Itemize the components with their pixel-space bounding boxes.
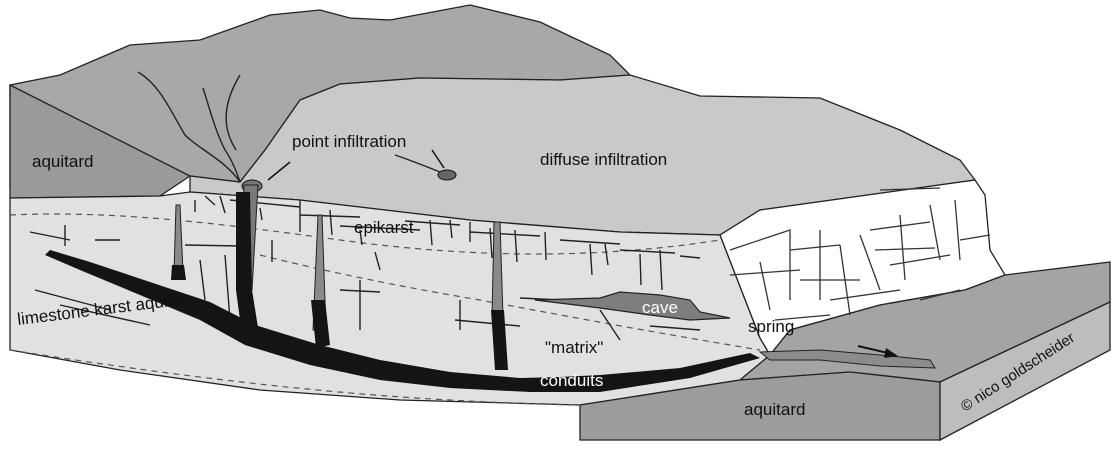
- label-aquitard-bottom: aquitard: [744, 400, 805, 419]
- label-point-infiltration: point infiltration: [292, 132, 406, 151]
- doline-marker: [438, 170, 456, 180]
- label-conduits: conduits: [540, 371, 603, 390]
- label-cave: cave: [642, 298, 678, 317]
- label-spring: spring: [748, 317, 794, 336]
- label-epikarst: epikarst: [354, 218, 414, 237]
- label-diffuse-infiltration: diffuse infiltration: [540, 150, 667, 169]
- label-aquitard-top: aquitard: [32, 152, 93, 171]
- label-matrix: "matrix": [545, 338, 603, 357]
